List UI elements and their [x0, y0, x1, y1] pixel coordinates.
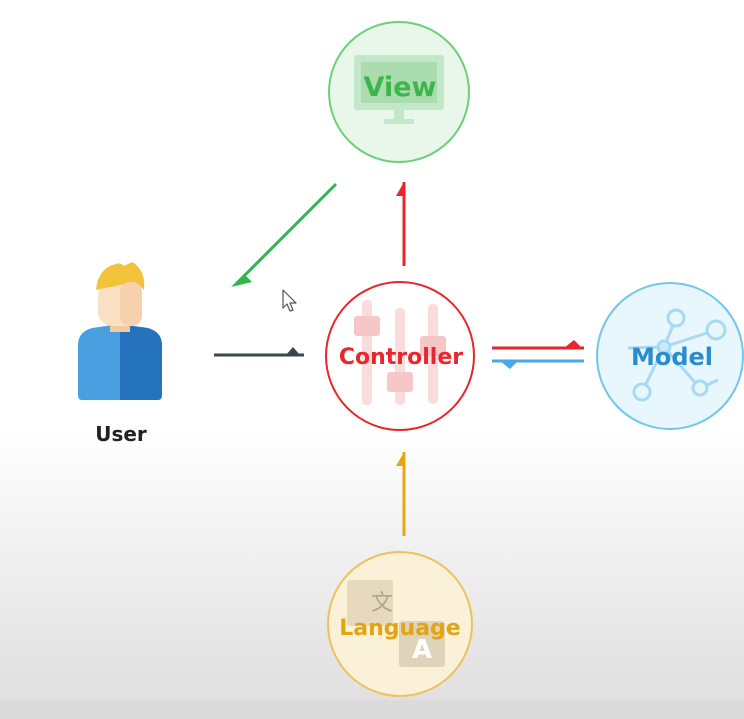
sliders-icon: [354, 300, 446, 405]
svg-text:文: 文: [371, 591, 393, 616]
edge-user-to-controller: [214, 347, 304, 357]
controller-label: Controller: [339, 345, 463, 370]
edge-controller-to-view: [396, 182, 406, 266]
bottom-fade: [0, 700, 744, 719]
user-avatar-icon: [78, 262, 162, 400]
edge-view-to-user: [231, 182, 338, 287]
model-label: Model: [631, 343, 713, 371]
edge-language-to-controller: [396, 452, 406, 536]
edge-model-to-controller: [492, 359, 584, 369]
user-node: User: [78, 262, 162, 446]
controller-node: Controller: [325, 281, 475, 431]
view-node: View: [328, 21, 470, 163]
language-label: Language: [339, 616, 460, 641]
svg-text:A: A: [412, 635, 432, 665]
model-node: Model: [596, 282, 744, 430]
monitor-icon: [354, 55, 444, 124]
edge-controller-to-model: [492, 340, 584, 350]
user-label: User: [95, 422, 147, 446]
mouse-pointer-icon: [282, 289, 297, 312]
translate-icon: 文 A: [347, 580, 445, 667]
view-label: View: [364, 72, 437, 103]
network-icon: [627, 308, 727, 402]
language-node: 文 A Language: [327, 551, 473, 697]
